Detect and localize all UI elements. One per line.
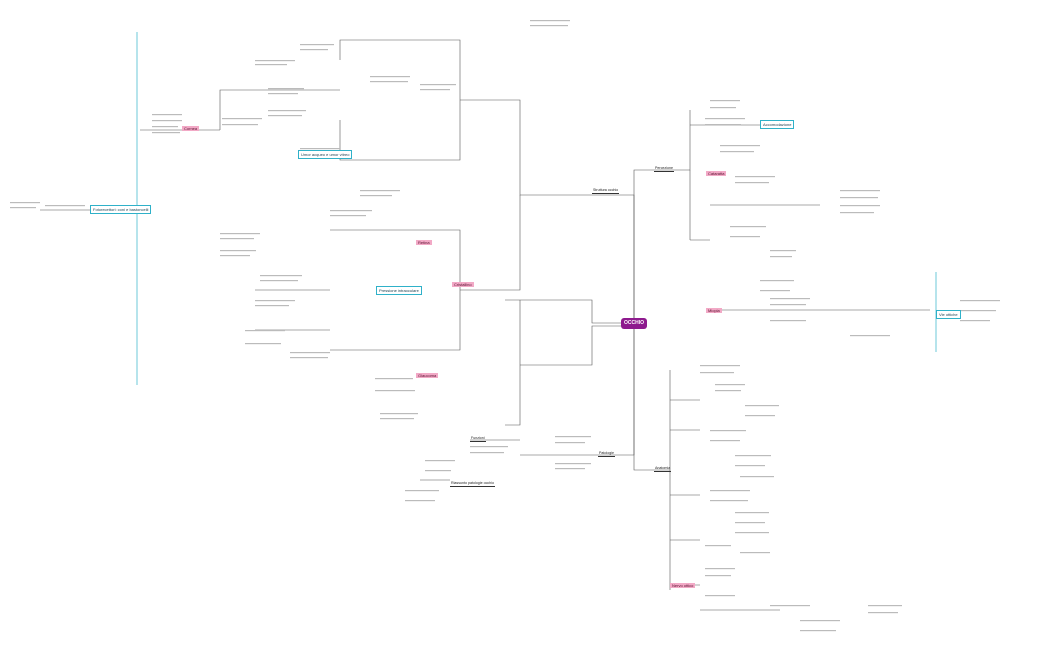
highlight-node[interactable]: Cristallino xyxy=(452,282,474,287)
boxed-node[interactable]: Fotorecettori: coni e bastoncelli xyxy=(90,205,152,214)
boxed-node[interactable]: Vie ottiche xyxy=(936,310,961,319)
branch-node[interactable]: Patologie xyxy=(598,451,615,457)
highlight-node[interactable]: Cornea xyxy=(182,126,200,131)
boxed-node[interactable]: Umor acqueo e umor vitreo xyxy=(298,150,353,159)
boxed-node[interactable]: Accomodazione xyxy=(760,120,795,129)
branch-node[interactable]: Struttura occhio xyxy=(592,188,620,194)
highlight-node[interactable]: Retina xyxy=(416,240,432,245)
branch-node[interactable]: Riassunto patologie occhio xyxy=(450,481,495,487)
branch-node[interactable]: Anatomia xyxy=(654,466,672,472)
highlight-node[interactable]: Cataratta xyxy=(706,171,727,176)
highlight-node[interactable]: Nervo ottico xyxy=(670,583,696,588)
branch-node[interactable]: Funzioni xyxy=(470,436,486,442)
highlight-node[interactable]: Glaucoma xyxy=(416,373,439,378)
highlight-node[interactable]: Miopia xyxy=(706,308,722,313)
root-node[interactable]: OCCHIO xyxy=(621,318,647,329)
branch-node[interactable]: Percezione xyxy=(654,166,674,172)
boxed-node[interactable]: Pressione intraoculare xyxy=(376,286,422,295)
